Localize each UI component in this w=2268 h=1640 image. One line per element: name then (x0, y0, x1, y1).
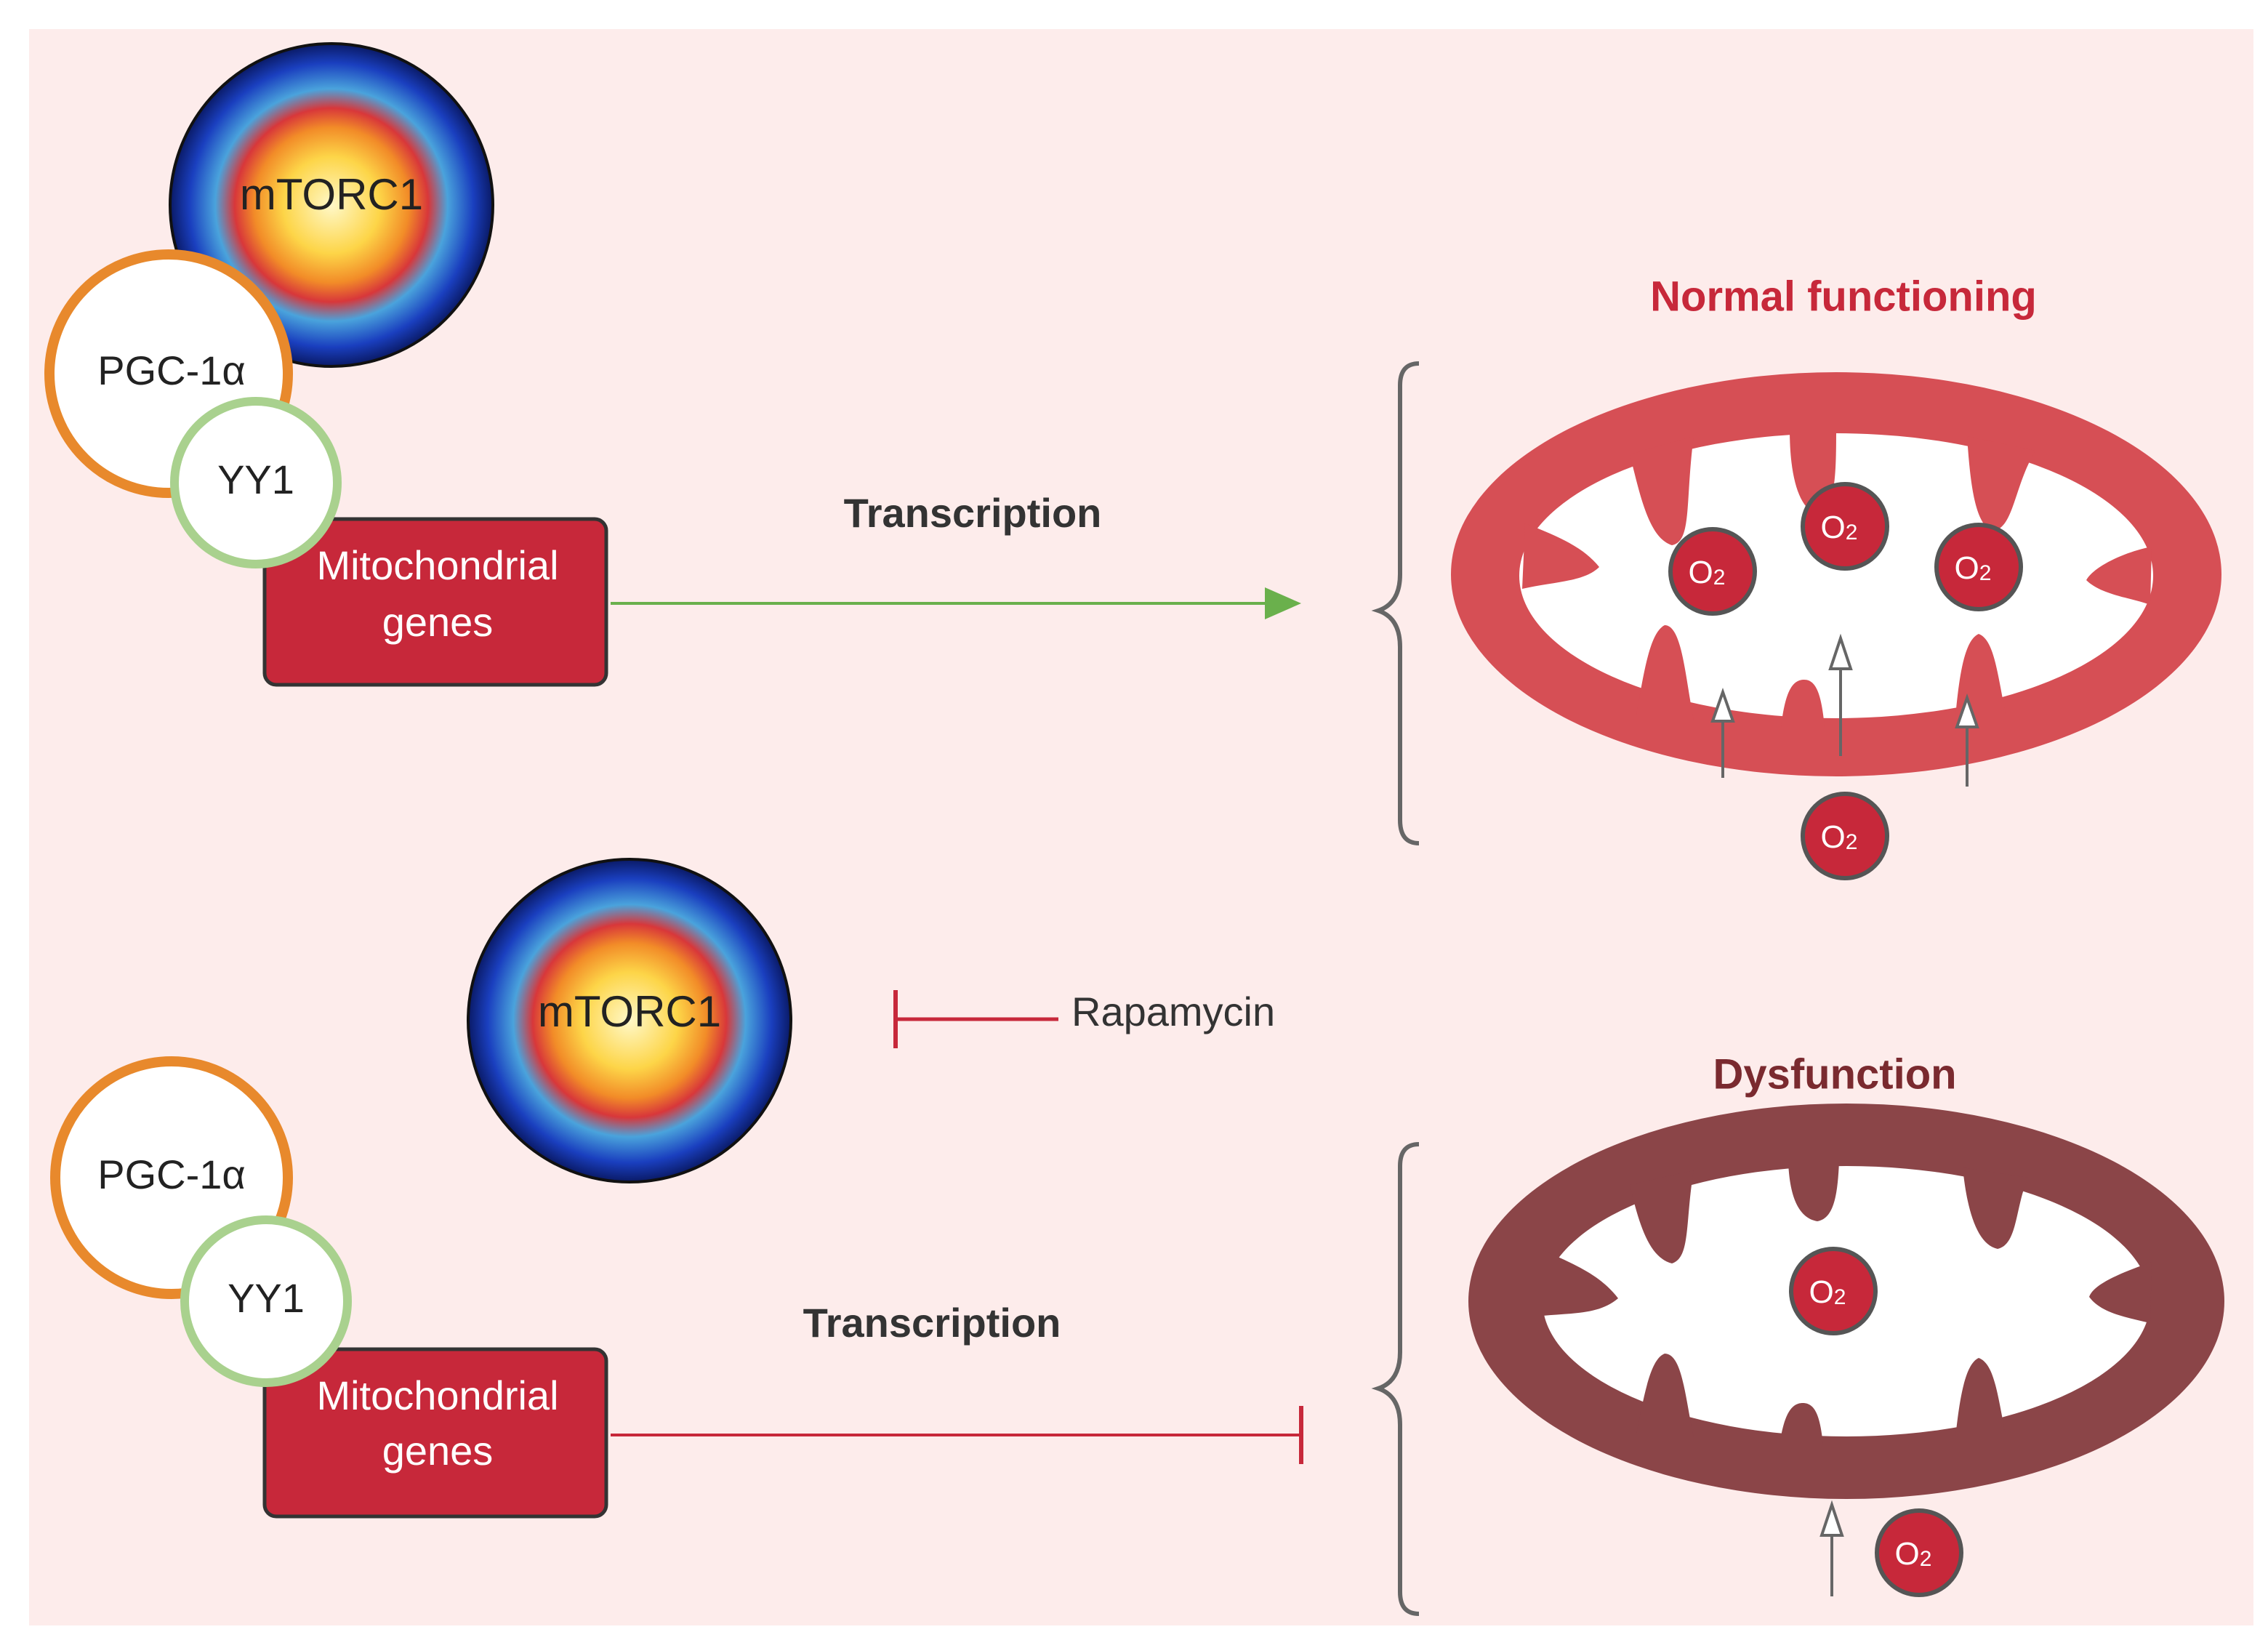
svg-text:O2: O2 (1821, 819, 1858, 855)
dysfunction-title: Dysfunction (1713, 1050, 1956, 1098)
genes-label-line1-top: Mitochondrial (316, 542, 558, 588)
mtorc1-label-top: mTORC1 (240, 170, 423, 219)
activation-arrowhead-icon (1265, 587, 1301, 619)
svg-text:O2: O2 (1689, 555, 1726, 590)
mito-genes-box-bottom: Mitochondrial genes (262, 1347, 608, 1519)
yy1-label-bottom: YY1 (228, 1275, 305, 1321)
svg-text:O2: O2 (1821, 510, 1858, 545)
transcription-label-bottom: Transcription (803, 1300, 1061, 1346)
rapamycin-label: Rapamycin (1071, 989, 1275, 1034)
o2-molecule-outer-bottom: O2 (1875, 1508, 1963, 1597)
o2-molecule-inner-3: O2 (1934, 523, 2023, 611)
o2-molecule-inner-1: O2 (1668, 527, 1757, 616)
rapamycin-inhibition: Rapamycin (893, 989, 1275, 1048)
o2-molecule-outer-top: O2 (1801, 792, 1889, 880)
transcription-label-top: Transcription (844, 490, 1102, 536)
genes-label-line2-bottom: genes (382, 1428, 494, 1474)
genes-label-line2-top: genes (382, 599, 494, 645)
bottom-section: mTORC1 Rapamycin PGC-1α Mitochondrial ge… (50, 858, 2224, 1616)
pgc1a-label-bottom: PGC-1α (97, 1151, 246, 1197)
yy1-bottom: YY1 (180, 1215, 352, 1387)
svg-text:O2: O2 (1955, 550, 1992, 586)
genes-label-line1-bottom: Mitochondrial (316, 1372, 558, 1418)
o2-uptake-arrows-icon (1710, 633, 1979, 787)
o2-molecule-inner-2: O2 (1801, 482, 1889, 571)
top-section: mTORC1 PGC-1α Mitochondrial genes YY1 Tr… (44, 42, 2221, 880)
brace-icon-bottom (1371, 1142, 1420, 1616)
pgc1a-label-top: PGC-1α (97, 347, 246, 393)
mtorc1-complex-bottom: mTORC1 (467, 858, 792, 1183)
svg-text:O2: O2 (1895, 1536, 1932, 1572)
brace-icon-top (1371, 361, 1420, 845)
yy1-top: YY1 (170, 397, 342, 568)
normal-functioning-title: Normal functioning (1650, 273, 2037, 320)
mitochondrion-normal-icon: O2 O2 O2 (1451, 372, 2221, 787)
o2-uptake-arrow-icon (1819, 1500, 1844, 1596)
mtorc1-label-bottom: mTORC1 (538, 987, 721, 1036)
mito-genes-box-top: Mitochondrial genes (262, 517, 608, 687)
mitochondrion-dysfunction-icon: O2 (1468, 1104, 2224, 1596)
yy1-label-top: YY1 (217, 457, 294, 502)
o2-molecule-inner-dysfunction: O2 (1789, 1247, 1878, 1335)
svg-text:O2: O2 (1809, 1274, 1846, 1310)
